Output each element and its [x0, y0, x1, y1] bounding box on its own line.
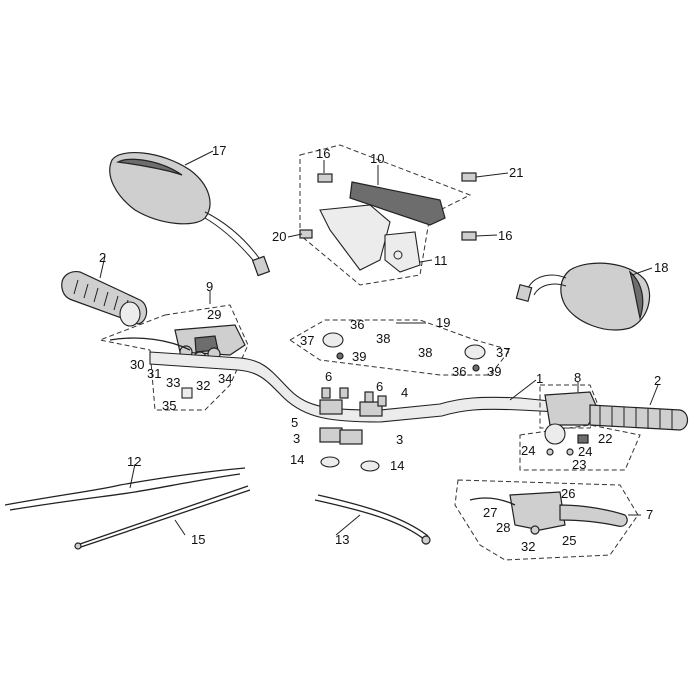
callout-39: 39 [352, 349, 366, 364]
callout-33: 33 [166, 375, 180, 390]
callout-20: 20 [272, 229, 286, 244]
brake-lever-assembly [454, 479, 639, 561]
callout-2: 2 [654, 373, 661, 388]
callout-19: 19 [436, 315, 450, 330]
callout-4: 4 [401, 385, 408, 400]
callout-36: 36 [350, 317, 364, 332]
callout-8: 8 [574, 370, 581, 385]
callout-25: 25 [562, 533, 576, 548]
callout-14: 14 [390, 458, 404, 473]
callout-37: 37 [496, 345, 510, 360]
callout-15: 15 [191, 532, 205, 547]
callout-24: 24 [521, 443, 535, 458]
callout-7: 7 [646, 507, 653, 522]
callout-2: 2 [99, 250, 106, 265]
callout-labels: 17 16 10 21 20 16 11 18 2 9 29 19 36 37 … [99, 143, 668, 554]
callout-6: 6 [325, 369, 332, 384]
callout-3: 3 [396, 432, 403, 447]
callout-12: 12 [127, 454, 141, 469]
callout-35: 35 [162, 398, 176, 413]
right-grip [589, 404, 689, 431]
throttle-parts [519, 423, 641, 471]
callout-9: 9 [206, 279, 213, 294]
mirror-clamp-parts [289, 319, 511, 376]
right-mirror [515, 262, 651, 331]
callout-13: 13 [335, 532, 349, 547]
callout-14: 14 [290, 452, 304, 467]
callout-17: 17 [212, 143, 226, 158]
callout-39: 39 [487, 364, 501, 379]
callout-21: 21 [509, 165, 523, 180]
callout-22: 22 [598, 431, 612, 446]
callout-16: 16 [316, 146, 330, 161]
callout-18: 18 [654, 260, 668, 275]
callout-30: 30 [130, 357, 144, 372]
callout-38: 38 [418, 345, 432, 360]
left-grip [61, 271, 148, 327]
callout-27: 27 [483, 505, 497, 520]
callout-28: 28 [496, 520, 510, 535]
handlebar-clamp-bracket [299, 144, 477, 286]
callout-36: 36 [452, 364, 466, 379]
callout-24: 24 [578, 444, 592, 459]
callout-23: 23 [572, 457, 586, 472]
callout-1: 1 [536, 371, 543, 386]
callout-3: 3 [293, 431, 300, 446]
left-mirror [109, 151, 271, 277]
callout-26: 26 [561, 486, 575, 501]
throttle-cable [314, 494, 431, 545]
callout-11: 11 [434, 253, 448, 268]
callout-34: 34 [218, 371, 232, 386]
callout-16: 16 [498, 228, 512, 243]
callout-6: 6 [376, 379, 383, 394]
callout-5: 5 [291, 415, 298, 430]
callout-37: 37 [300, 333, 314, 348]
callout-10: 10 [370, 151, 384, 166]
callout-38: 38 [376, 331, 390, 346]
leader-lines [99, 150, 659, 536]
callout-32: 32 [521, 539, 535, 554]
callout-32: 32 [196, 378, 210, 393]
handlebar-holders [319, 387, 387, 472]
cables [4, 467, 251, 550]
callout-31: 31 [147, 366, 161, 381]
callout-29: 29 [207, 307, 221, 322]
